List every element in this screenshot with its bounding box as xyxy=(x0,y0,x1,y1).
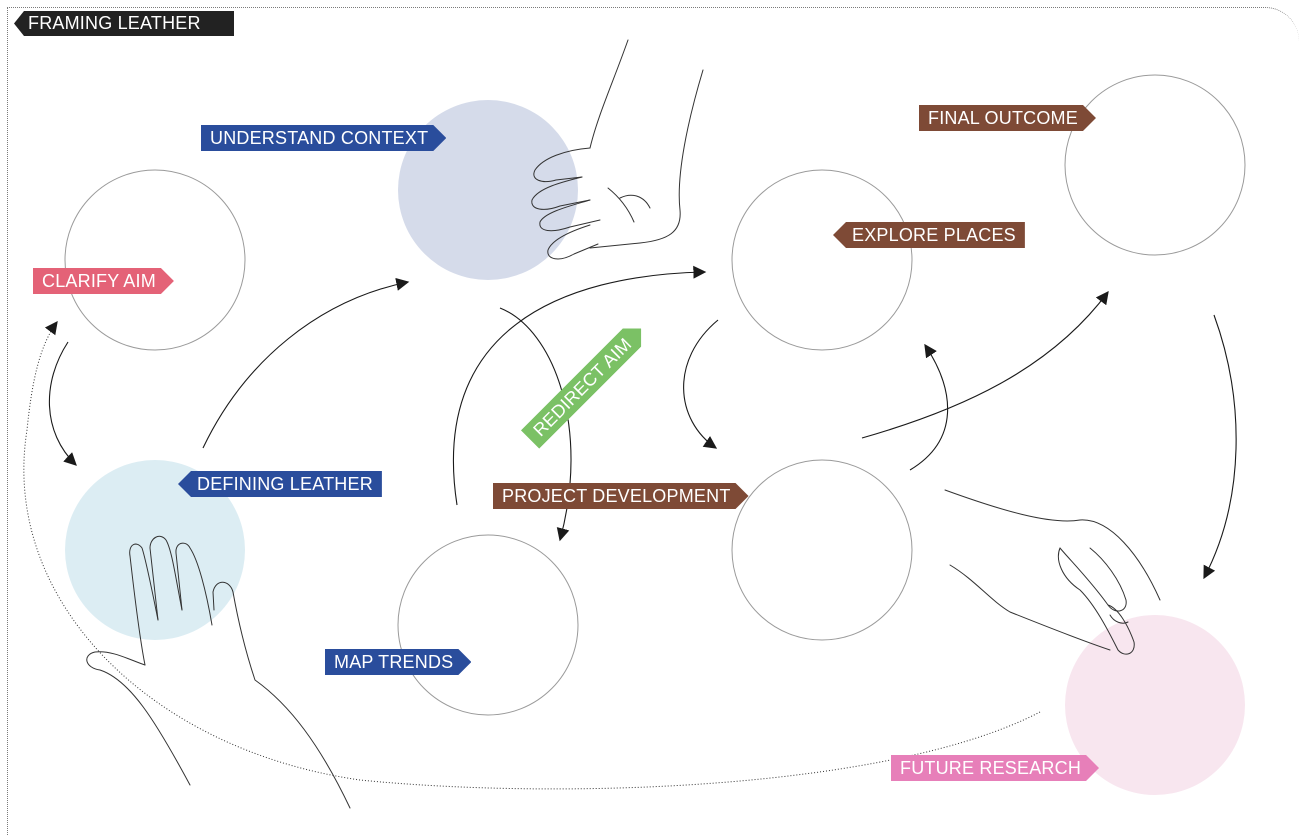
circle-defining-leather xyxy=(65,460,245,640)
circle-map-trends xyxy=(397,534,579,716)
circle-explore-places xyxy=(731,169,913,351)
circle-final-outcome xyxy=(1064,74,1246,256)
tag-explore-places: EXPLORE PLACES xyxy=(833,222,1025,248)
arrow-development-to-places xyxy=(909,343,949,471)
arrow-clarify-to-defining xyxy=(48,341,77,466)
circle-future-research xyxy=(1065,615,1245,795)
title-tag: FRAMING LEATHER xyxy=(14,11,234,36)
tag-final-outcome: FINAL OUTCOME xyxy=(919,105,1096,131)
tag-clarify-aim: CLARIFY AIM xyxy=(33,268,174,294)
tag-project-development: PROJECT DEVELOPMENT xyxy=(493,483,749,509)
arrow-trends-to-places xyxy=(452,265,707,506)
arrow-development-to-outcome xyxy=(861,290,1109,439)
circle-understand-context xyxy=(398,100,578,280)
tag-understand-context: UNDERSTAND CONTEXT xyxy=(201,125,446,151)
hand-right-illustration xyxy=(944,489,1161,655)
circle-clarify-aim xyxy=(64,169,246,351)
diagram-frame xyxy=(7,7,1299,835)
arrow-outcome-to-future xyxy=(1203,314,1237,580)
tag-map-trends: MAP TRENDS xyxy=(325,649,471,675)
tag-future-research: FUTURE RESEARCH xyxy=(891,755,1099,781)
arrow-places-to-development xyxy=(683,319,719,449)
circle-project-development xyxy=(731,459,913,641)
hand-left-illustration xyxy=(86,535,351,809)
tag-defining-leather: DEFINING LEATHER xyxy=(178,471,382,497)
hand-top-illustration xyxy=(531,39,704,260)
arrow-defining-to-context xyxy=(202,277,410,449)
